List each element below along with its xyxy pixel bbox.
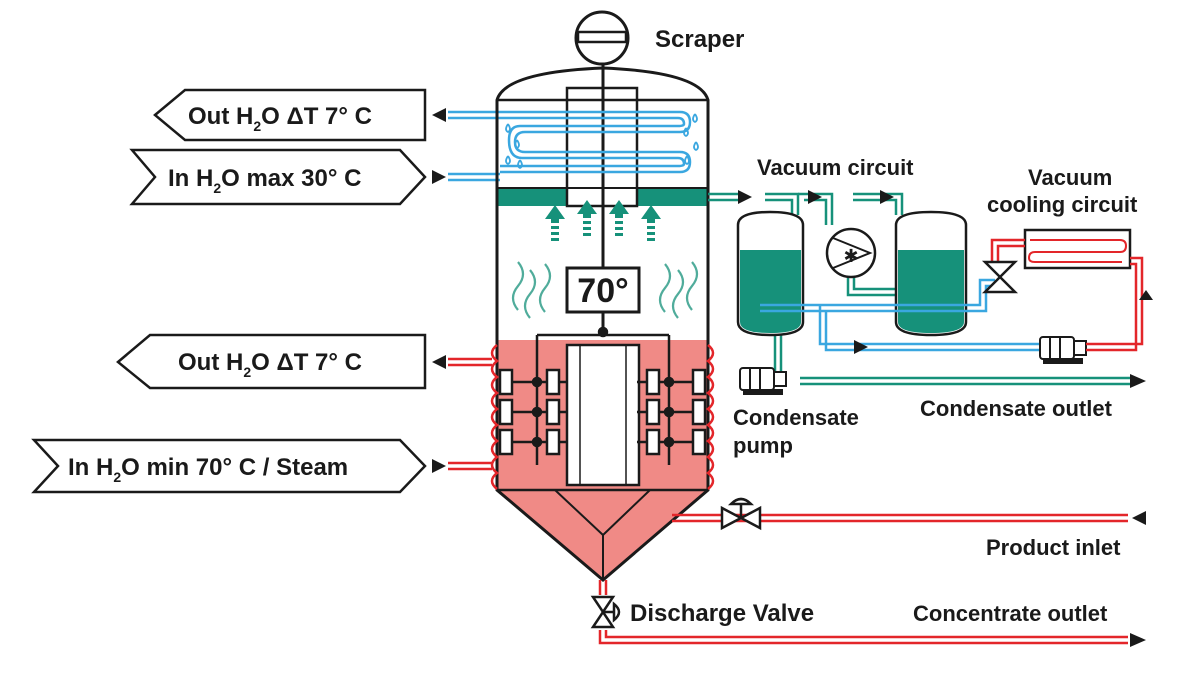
tag-connector-arrows (432, 108, 446, 473)
evaporator-vessel (495, 58, 710, 582)
cooling-circuit-pipes (990, 238, 1144, 352)
scraper-assembly (498, 326, 707, 487)
vacuum-cooling-exchanger (1023, 228, 1132, 270)
tag-heating-out-text: Out H2O ΔT 7° C (178, 349, 362, 380)
cooling-valve-icon (981, 260, 1019, 294)
discharge-valve-label: Discharge Valve (630, 600, 814, 627)
cooling-water-pipes (448, 110, 500, 182)
separator-tank-1 (736, 210, 805, 337)
condensate-pump-label-1: Condensate (733, 405, 859, 430)
discharge-pipes (598, 580, 1128, 645)
condenser-coil (500, 110, 692, 174)
concentrate-outlet-label: Concentrate outlet (913, 601, 1108, 626)
vacuum-pump-icon: ✱ (825, 227, 877, 279)
tag-cooling-out-text: Out H2O ΔT 7° C (188, 103, 372, 134)
discharge-valve-icon (590, 595, 621, 629)
cooling-loop-pump-icon (1039, 336, 1087, 364)
product-inlet-valve-icon (720, 497, 762, 531)
condensate-droplets-icon (505, 113, 699, 170)
condensate-outlet-label: Condensate outlet (920, 396, 1113, 421)
tag-cooling-in: In H2O max 30° C (129, 148, 427, 206)
heating-water-pipes (448, 357, 492, 471)
tag-heating-out: Out H2O ΔT 7° C (116, 333, 427, 390)
temperature-display (565, 266, 641, 314)
scraper-label: Scraper (655, 26, 744, 53)
temperature-value: 70° (577, 272, 628, 310)
product-inlet-arrow (1132, 511, 1146, 525)
vapor-rise-arrows-icon (545, 200, 661, 241)
vacuum-circuit-label: Vacuum circuit (757, 155, 914, 180)
tag-heating-in: In H2O min 70° C / Steam (31, 438, 427, 494)
separator-tank-2 (894, 210, 968, 337)
steam-wisps-icon (511, 261, 699, 319)
vacuum-cooling-label-1: Vacuum (1028, 165, 1112, 190)
cooling-flow-arrow (854, 340, 868, 354)
scraper-motor-icon (574, 10, 630, 66)
tag-heating-in-text: In H2O min 70° C / Steam (68, 454, 348, 485)
product-inlet-label: Product inlet (986, 535, 1121, 560)
condensate-pump-label-2: pump (733, 433, 793, 458)
heating-jacket (490, 344, 715, 490)
vacuum-cooling-label-2: cooling circuit (987, 192, 1138, 217)
tag-cooling-out: Out H2O ΔT 7° C (153, 88, 427, 142)
svg-text:✱: ✱ (843, 246, 858, 267)
tag-cooling-in-text: In H2O max 30° C (168, 165, 361, 196)
vapor-flow-arrows (738, 190, 1146, 388)
cooling-circuit-arrow (1139, 290, 1153, 300)
condensate-pump-icon (739, 367, 787, 395)
concentrate-outlet-arrow (1130, 633, 1146, 647)
